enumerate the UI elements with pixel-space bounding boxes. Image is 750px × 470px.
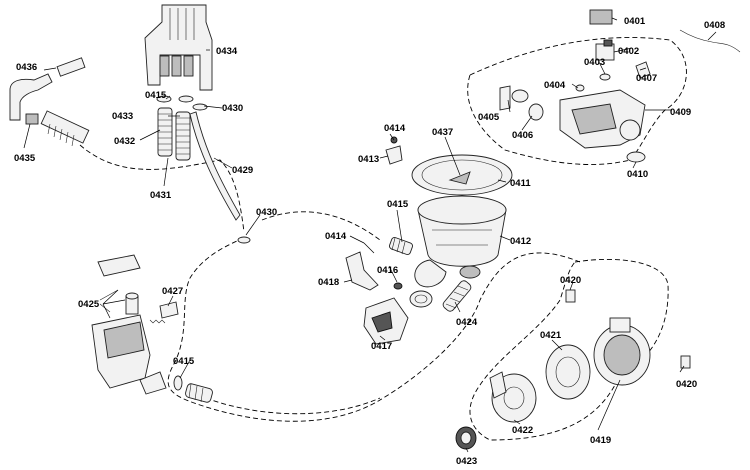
hose-route-dashed-line: [167, 237, 581, 422]
sealing-ring-part: [575, 84, 585, 92]
mounting-bracket-part: [345, 251, 379, 291]
label-0416: 0416: [377, 265, 398, 276]
label-0415-lower: 0415: [173, 356, 195, 367]
part-number-labels: 0401 0402 0403 0404 0405 0406 0407 0408 …: [14, 16, 725, 467]
hose-route-dashed-line: [261, 211, 381, 241]
label-0412: 0412: [510, 236, 531, 247]
label-0414-upper: 0414: [384, 123, 406, 134]
straight-hose-part: [25, 110, 90, 147]
label-0402: 0402: [618, 46, 639, 57]
spring-part: [149, 319, 166, 324]
drain-hose-part: [442, 280, 472, 312]
label-0435: 0435: [14, 153, 36, 164]
label-0424: 0424: [456, 317, 478, 328]
label-0431: 0431: [150, 190, 172, 201]
label-0410: 0410: [627, 169, 648, 180]
connector-sleeve-part: [389, 236, 413, 256]
label-0432: 0432: [114, 136, 135, 147]
label-0407: 0407: [636, 73, 657, 84]
label-0408: 0408: [704, 20, 725, 31]
connector-sleeve-part: [185, 383, 213, 403]
screw-part: [363, 242, 375, 254]
hose-clamp-ring: [192, 103, 208, 111]
corrugated-hose-part: [157, 107, 191, 161]
label-0403: 0403: [584, 57, 605, 68]
label-0430-upper: 0430: [222, 103, 243, 114]
hose-route-dashed-line: [205, 397, 381, 415]
level-switch-part: [499, 85, 529, 111]
label-0413: 0413: [358, 154, 379, 165]
hose-clamp-part: [626, 151, 646, 163]
o-ring-part: [528, 103, 544, 121]
long-hose-part: [189, 111, 241, 221]
label-0434: 0434: [216, 46, 238, 57]
hose-clamp-ring: [178, 95, 194, 103]
bracket-clip-part: [159, 301, 179, 319]
impeller-cover-part: [545, 344, 591, 400]
label-0409: 0409: [670, 107, 691, 118]
label-0429: 0429: [232, 165, 253, 176]
label-0420-right: 0420: [676, 379, 697, 390]
label-0414-lower: 0414: [325, 231, 347, 242]
valve-clip-part: [635, 61, 651, 79]
label-0422: 0422: [512, 425, 533, 436]
small-seal-part: [393, 282, 403, 290]
hose-clamp-ring: [237, 236, 251, 244]
pump-seal-part: [455, 426, 477, 450]
dosing-bracket-part: [144, 4, 213, 91]
solenoid-valve-part: [595, 39, 615, 61]
label-0406: 0406: [512, 130, 533, 141]
pump-housing-part: [489, 371, 537, 423]
label-0433: 0433: [112, 111, 133, 122]
flow-meter-part: [589, 9, 613, 25]
label-0401: 0401: [624, 16, 646, 27]
sealing-ring-part: [599, 73, 611, 81]
label-0437: 0437: [432, 127, 453, 138]
leader-lines: [23, 17, 717, 453]
elbow-hose-part: [9, 57, 86, 121]
label-0415-middle: 0415: [387, 199, 409, 210]
water-inlet-valve-part: [559, 89, 646, 149]
label-0427: 0427: [162, 286, 183, 297]
sealing-ring-part: [409, 290, 433, 308]
sealing-ring-part: [414, 294, 428, 304]
retaining-clip-part: [565, 289, 576, 303]
connecting-cable-part: [679, 29, 741, 53]
label-0417: 0417: [371, 341, 392, 352]
label-0411: 0411: [510, 178, 531, 189]
label-0415-upper: 0415: [145, 90, 167, 101]
label-0420-upper: 0420: [560, 275, 581, 286]
clip-part: [385, 145, 403, 165]
label-0421: 0421: [540, 330, 562, 341]
label-0405: 0405: [478, 112, 500, 123]
label-0436: 0436: [16, 62, 37, 73]
label-0430-lower: 0430: [256, 207, 277, 218]
label-0418: 0418: [318, 277, 339, 288]
water-switch-assembly-part: [91, 254, 167, 395]
retaining-clip-part: [680, 355, 691, 369]
circulation-pump-part: [593, 317, 651, 386]
sealing-ring-part: [173, 375, 183, 391]
sump-housing-part: [411, 154, 513, 288]
label-0423: 0423: [456, 456, 477, 467]
label-0404: 0404: [544, 80, 566, 91]
heater-relay-part: [363, 297, 409, 345]
pump-group-outline: [469, 258, 669, 441]
label-0419: 0419: [590, 435, 611, 446]
label-0425: 0425: [78, 299, 100, 310]
